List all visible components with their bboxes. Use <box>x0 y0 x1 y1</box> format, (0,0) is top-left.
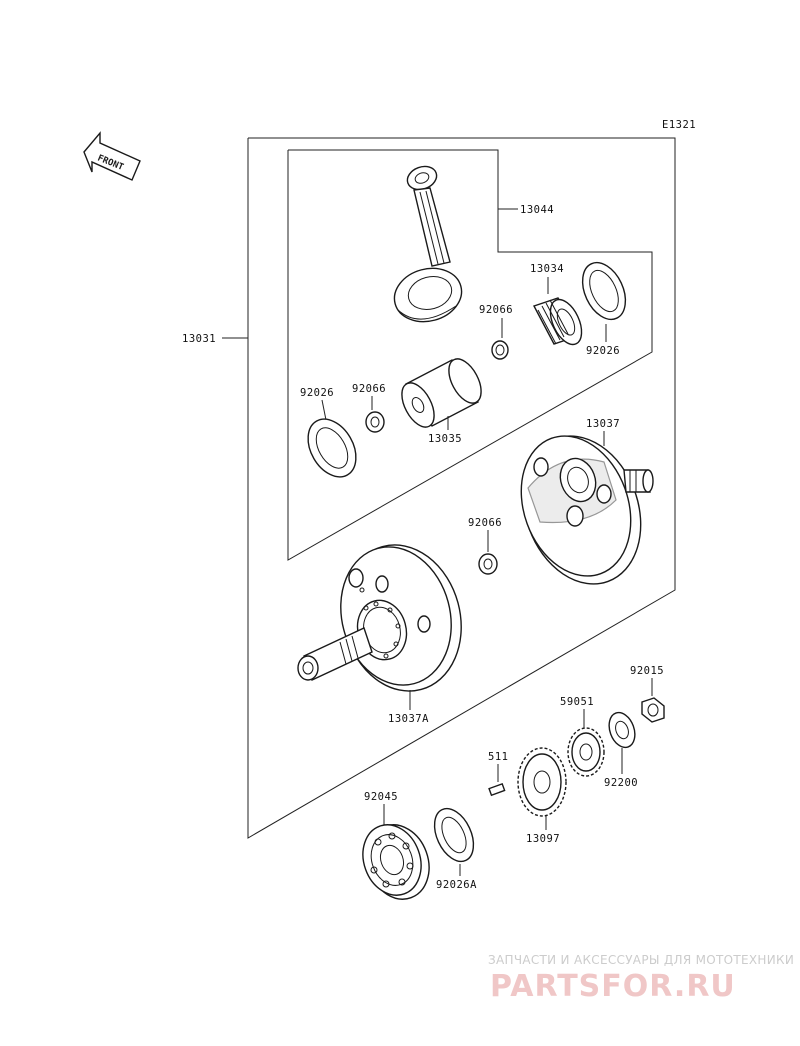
callout-511: 511 <box>488 751 508 763</box>
ball-bearing <box>362 824 430 900</box>
callout-13037: 13037 <box>586 418 620 430</box>
watermark-brand: PARTSFOR.RU <box>490 969 736 1004</box>
gear-large <box>517 747 567 817</box>
collar-lower <box>478 553 498 575</box>
callout-13031: 13031 <box>182 333 216 345</box>
callout-92045: 92045 <box>364 791 398 803</box>
callout-13035: 13035 <box>428 433 462 445</box>
front-arrow-icon: FRONT <box>83 131 141 181</box>
gear-small <box>567 727 605 777</box>
thrust-washer-right <box>581 261 627 321</box>
flywheel-left <box>297 544 462 692</box>
collar-right <box>491 340 509 360</box>
flywheel-right <box>520 435 654 585</box>
bearing-washer <box>433 807 475 863</box>
callout-92066-lower: 92066 <box>468 517 502 529</box>
assembly-inner-frame <box>287 149 653 561</box>
woodruff-key <box>488 782 506 797</box>
callout-92066-left: 92066 <box>352 383 386 395</box>
callout-13034: 13034 <box>530 263 564 275</box>
callout-92026-right: 92026 <box>586 345 620 357</box>
callout-92200: 92200 <box>604 777 638 789</box>
callout-92026-left: 92026 <box>300 387 334 399</box>
needle-bearing <box>532 297 583 346</box>
callout-59051: 59051 <box>560 696 594 708</box>
callout-13044: 13044 <box>520 204 554 216</box>
callout-13097: 13097 <box>526 833 560 845</box>
assembly-outer-frame <box>247 137 676 839</box>
callout-92066-right: 92066 <box>479 304 513 316</box>
callout-92026A: 92026A <box>436 879 477 891</box>
connecting-rod <box>393 165 463 323</box>
thrust-washer-left <box>307 418 357 478</box>
nut <box>641 697 665 723</box>
gear-washer <box>608 711 636 749</box>
collar-left <box>365 411 385 433</box>
callout-92015: 92015 <box>630 665 664 677</box>
watermark-subtitle: ЗАПЧАСТИ И АКСЕССУАРЫ ДЛЯ МОТОТЕХНИКИ <box>488 953 794 967</box>
crankpin <box>401 358 482 428</box>
diagram-code: E1321 <box>662 119 696 131</box>
callout-13037A: 13037A <box>388 713 429 725</box>
